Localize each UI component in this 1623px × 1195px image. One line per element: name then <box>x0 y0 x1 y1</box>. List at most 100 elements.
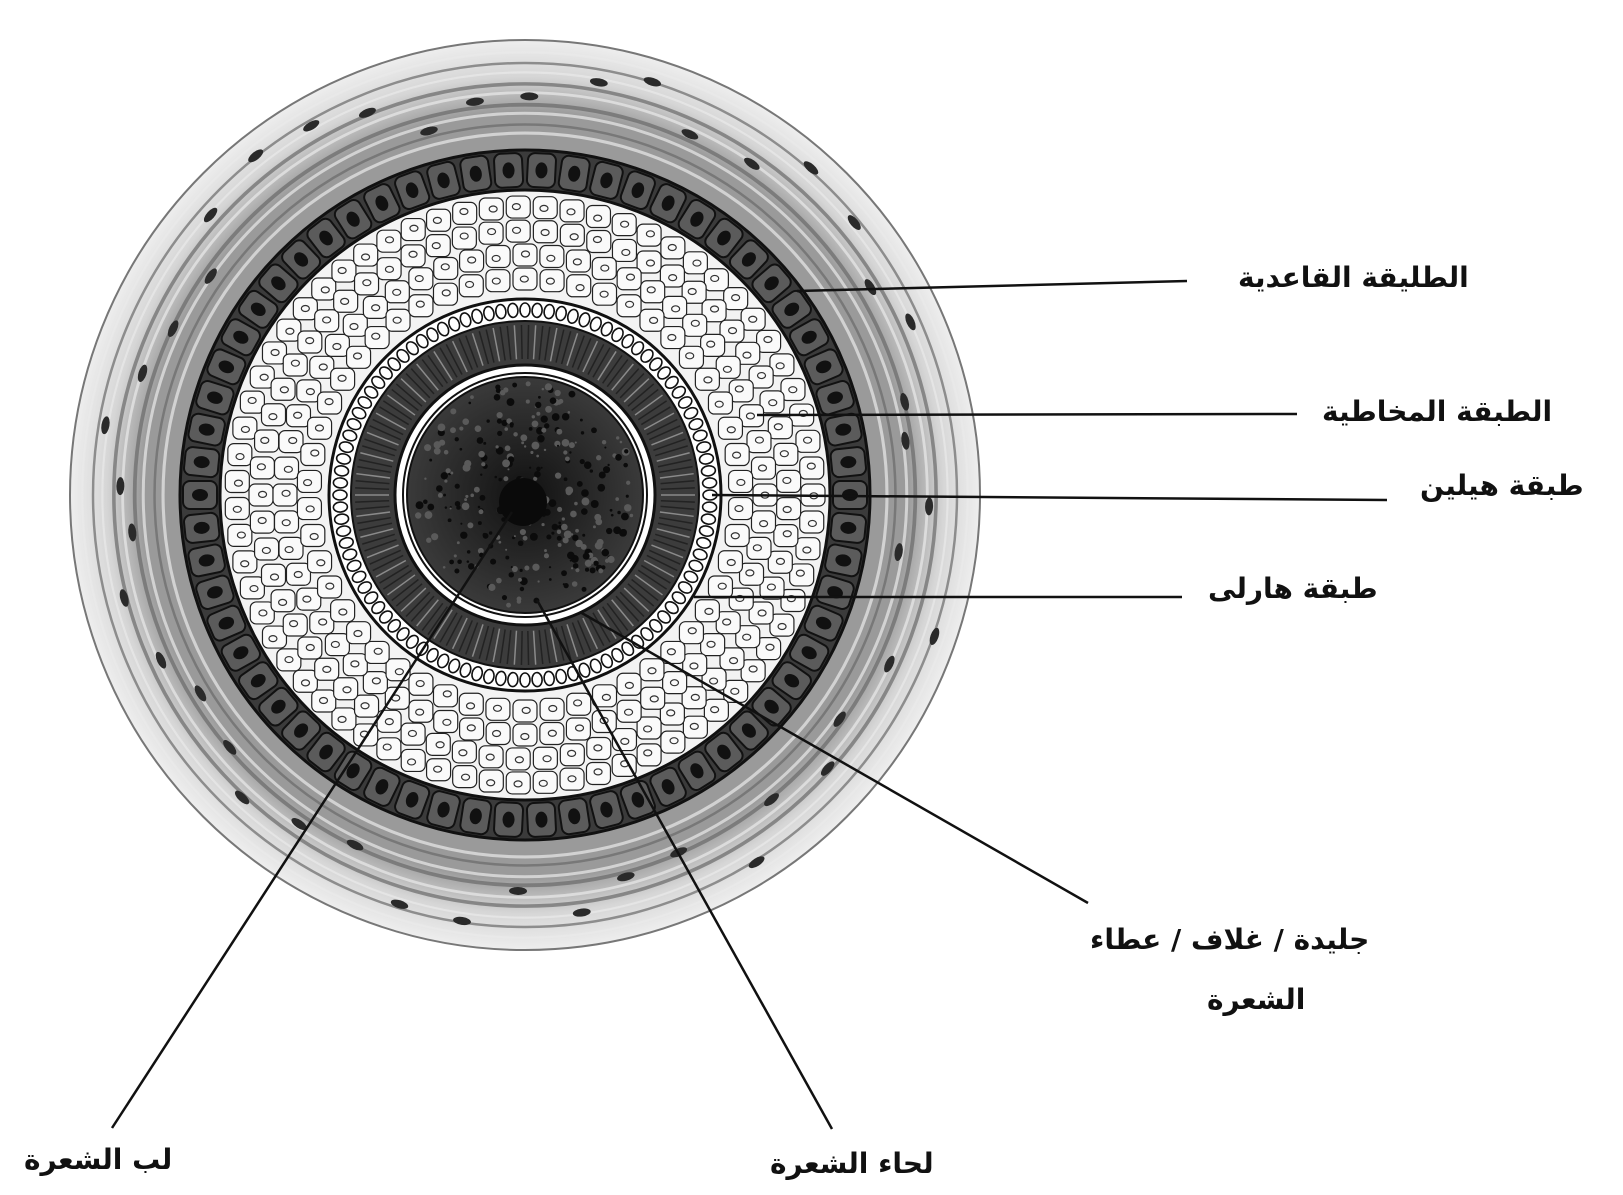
cortex-speckle <box>581 431 584 434</box>
cortex-speckle <box>483 533 487 537</box>
cortex-speckle <box>444 450 449 455</box>
cortex-speckle <box>467 550 471 554</box>
cortex-speckle <box>459 427 463 431</box>
outer-sheath-cell <box>271 590 295 612</box>
outer-sheath-cell <box>365 327 389 349</box>
cortex-speckle <box>564 530 572 538</box>
cortex-speckle <box>520 434 527 441</box>
outer-sheath-cell <box>401 245 425 267</box>
cortex-speckle <box>520 529 526 535</box>
cortex-speckle <box>502 459 510 467</box>
cortex-speckle <box>581 489 589 497</box>
outer-sheath-cell <box>661 327 685 349</box>
outer-sheath-cell <box>800 511 824 533</box>
outer-sheath-cell <box>708 576 732 598</box>
cortex-speckle <box>520 587 524 591</box>
cortex-speckle <box>549 566 551 568</box>
outer-sheath-cell <box>433 283 457 305</box>
cortex-speckle <box>554 390 560 396</box>
outer-sheath-cell <box>587 737 611 759</box>
outer-sheath-cell <box>347 346 371 368</box>
cortex-speckle <box>593 525 596 528</box>
henle-cell <box>507 672 518 687</box>
outer-sheath-cell <box>729 470 753 492</box>
cortex-speckle <box>624 449 628 453</box>
cortex-speckle <box>475 425 482 432</box>
henle-cell <box>507 303 518 318</box>
outer-sheath-cell <box>401 723 425 745</box>
cortex-speckle <box>450 508 452 510</box>
cortex-speckle <box>621 529 627 535</box>
outer-sheath-cell <box>741 660 765 682</box>
cortex-speckle <box>505 445 511 451</box>
outer-sheath-cell <box>325 634 349 656</box>
cortex-speckle <box>532 415 535 418</box>
outer-sheath-cell <box>724 680 748 702</box>
cortex-speckle <box>562 439 570 447</box>
cortex-speckle <box>429 459 432 462</box>
cortex-speckle <box>531 442 539 450</box>
cortex-speckle <box>551 532 554 535</box>
cortex-speckle <box>534 471 541 478</box>
cortex-speckle <box>518 578 522 582</box>
cortex-speckle <box>479 509 484 514</box>
huxley-streak <box>521 325 522 359</box>
outer-sheath-cell <box>701 334 725 356</box>
outer-sheath-cell <box>768 551 792 573</box>
cortex-speckle <box>490 559 496 565</box>
outer-sheath-cell <box>695 368 719 390</box>
cortex-speckle <box>556 429 562 435</box>
cortex-speckle <box>626 495 629 498</box>
cortex-speckle <box>532 564 539 571</box>
cortex-speckle <box>558 522 561 525</box>
cortex-speckle <box>456 505 461 510</box>
cortex-speckle <box>580 459 585 464</box>
cortex-speckle <box>470 395 474 399</box>
cortex-speckle <box>549 578 552 581</box>
outer-sheath-cell <box>796 538 820 560</box>
cortex-speckle <box>541 428 546 433</box>
cortex-speckle <box>570 511 577 518</box>
outer-sheath-cell <box>586 206 610 228</box>
outer-sheath-cell <box>262 564 286 586</box>
cortex-speckle <box>517 599 521 603</box>
outer-sheath-cell <box>513 700 537 722</box>
cortex-speckle <box>538 396 541 399</box>
huxley-streak <box>528 631 529 665</box>
outer-sheath-cell <box>540 270 564 292</box>
cortex-speckle <box>529 427 533 431</box>
outer-sheath-cell <box>486 246 510 268</box>
henle-cell <box>532 672 543 687</box>
cortex-speckle <box>507 398 515 406</box>
cortex-speckle <box>615 454 622 461</box>
outer-sheath-cell <box>751 511 775 533</box>
cortex-speckle <box>512 383 517 388</box>
henle-cell <box>532 303 543 318</box>
cortex-speckle <box>513 432 517 436</box>
cortex-speckle <box>524 565 529 570</box>
cortex-speckle <box>474 487 480 493</box>
cortex-speckle <box>481 462 485 466</box>
cortex-speckle <box>489 531 492 534</box>
cortex-speckle <box>590 567 596 573</box>
outer-sheath-cell <box>271 378 295 400</box>
outer-sheath-cell <box>427 759 451 781</box>
outer-sheath-cell <box>612 239 636 261</box>
cortex-speckle <box>545 383 552 390</box>
cortex-speckle <box>569 391 576 398</box>
cortex-speckle <box>591 500 599 508</box>
cortex-speckle <box>439 440 445 446</box>
cortex-speckle <box>532 420 539 427</box>
hair-medulla-label: لب الشعرة <box>24 1146 172 1174</box>
cortex-speckle <box>454 554 457 557</box>
cortex-speckle <box>620 441 623 444</box>
cortex-speckle <box>561 570 567 576</box>
outer-sheath-cell <box>560 744 584 766</box>
cortex-speckle <box>595 518 602 525</box>
cortex-speckle <box>462 418 469 425</box>
cortex-speckle <box>448 518 452 522</box>
cortex-speckle <box>552 524 559 531</box>
cortex-speckle <box>537 580 539 582</box>
outer-sheath-cell <box>663 672 687 694</box>
outer-sheath-cell <box>312 278 336 300</box>
